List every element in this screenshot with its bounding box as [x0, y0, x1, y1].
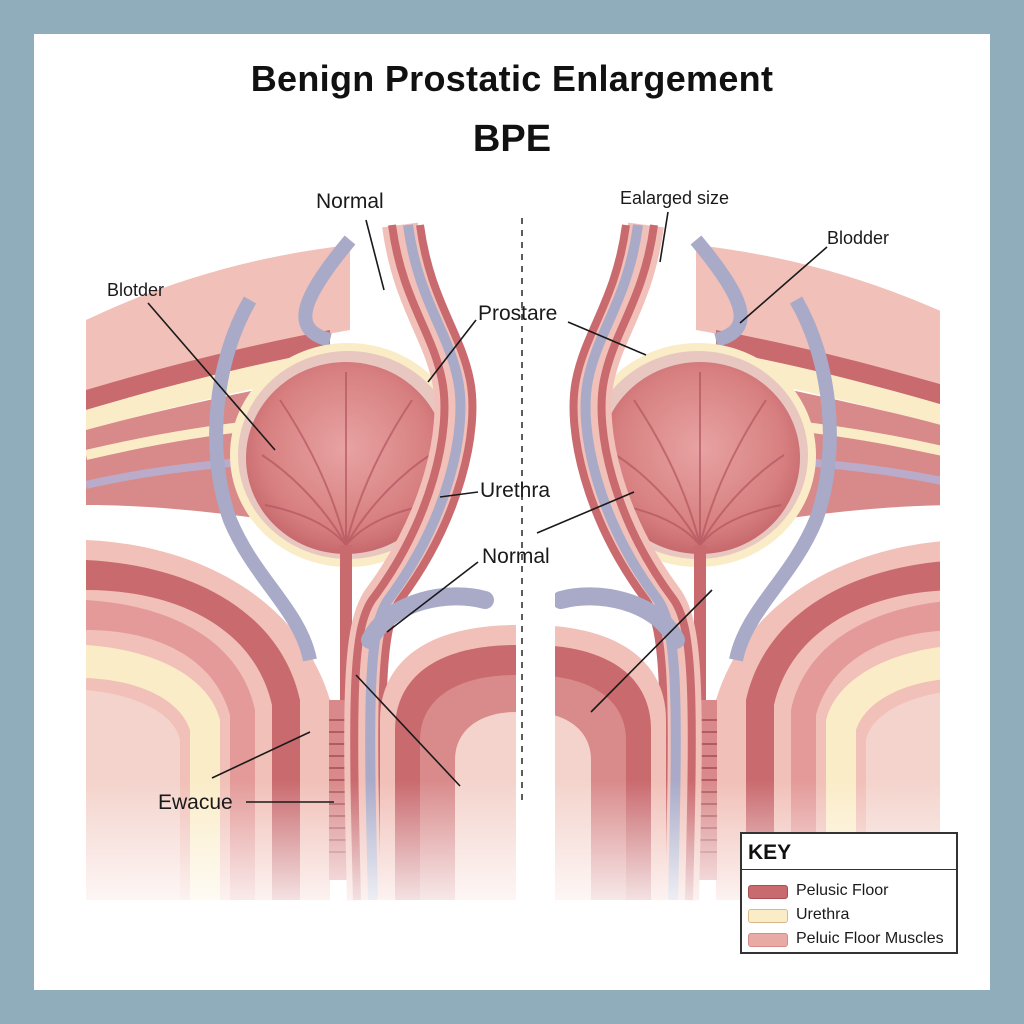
- legend-label: Peluic Floor Muscles: [796, 930, 944, 947]
- legend-label: Urethra: [796, 906, 850, 923]
- diagram-subtitle: BPE: [472, 118, 552, 160]
- legend-box: KEY Pelusic Floor Urethra Peluic Floor M…: [740, 832, 958, 954]
- label-prostare: Prostare: [478, 302, 558, 325]
- label-blodder: Blodder: [827, 228, 890, 248]
- legend-label: Pelusic Floor: [796, 882, 889, 899]
- label-ewacue: Ewacue: [158, 791, 233, 814]
- legend-swatch-urethra: [748, 909, 788, 923]
- label-urethra: Urethra: [480, 479, 551, 502]
- label-normal-mid: Normal: [482, 545, 550, 568]
- legend-swatch-pelusic-floor: [748, 885, 788, 899]
- label-blotder: Blotder: [107, 280, 165, 300]
- legend-swatch-pelvic-floor-muscles: [748, 933, 788, 947]
- legend-title: KEY: [742, 834, 956, 870]
- label-ealarged-size: Ealarged size: [620, 188, 730, 208]
- diagram-title: Benign Prostatic Enlargement: [250, 58, 774, 99]
- label-normal-top: Normal: [316, 190, 384, 213]
